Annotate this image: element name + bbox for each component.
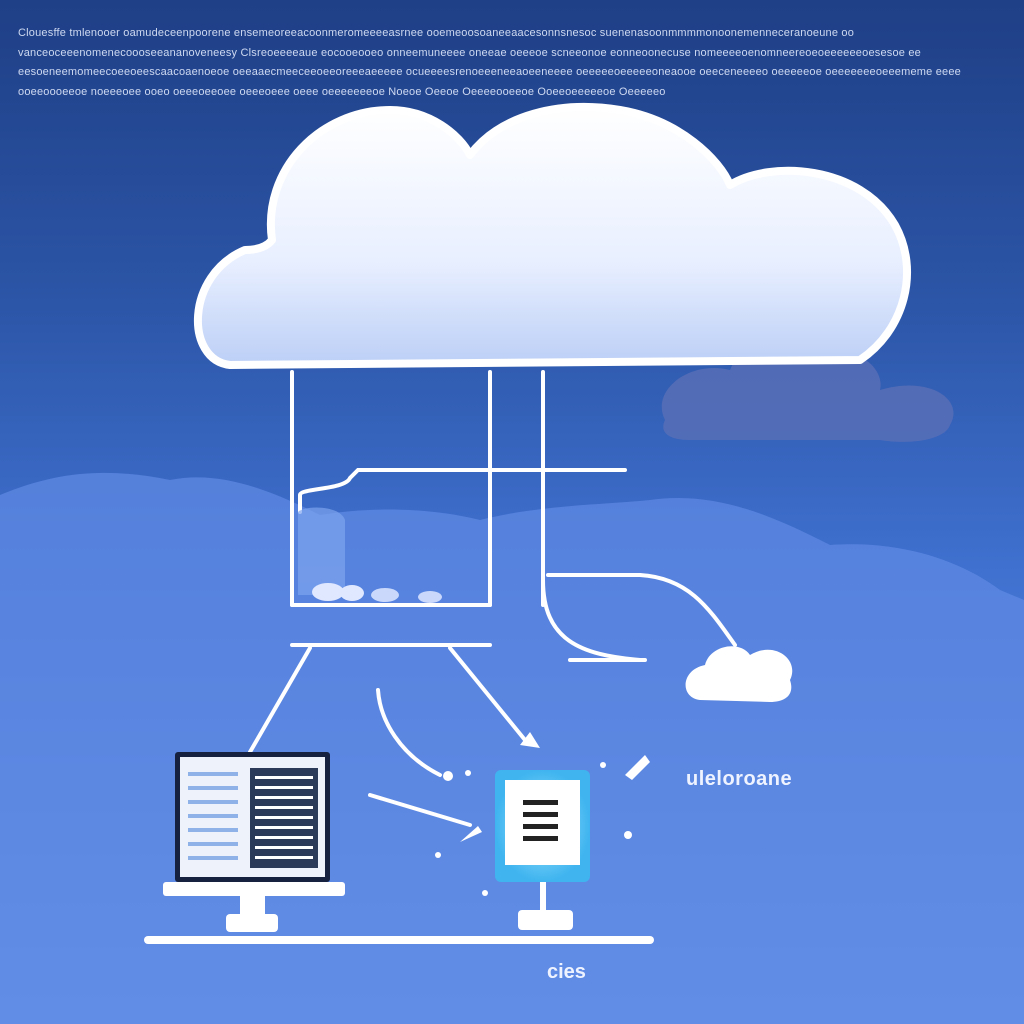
cloud-icon xyxy=(194,103,912,369)
sparkles xyxy=(435,732,650,896)
small-cloud-icon xyxy=(685,646,793,702)
laptop-icon xyxy=(163,752,345,932)
header-text: Clouesffe tmlenooer oamudeceenpoorene en… xyxy=(18,27,965,98)
storage-box xyxy=(298,507,442,603)
side-label: uleloroane xyxy=(686,768,793,790)
connector-lines xyxy=(144,370,737,944)
bottom-label: cies xyxy=(547,961,586,983)
tablet-icon xyxy=(495,770,590,930)
